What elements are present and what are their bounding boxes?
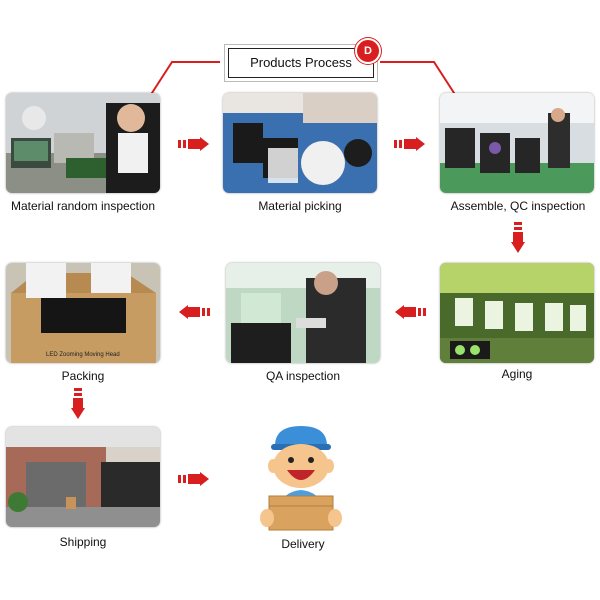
step-photo-material-random-inspection bbox=[6, 93, 160, 193]
step-photo-material-picking bbox=[223, 93, 377, 193]
step-label-material-random-inspection: Material random inspection bbox=[10, 199, 156, 213]
arrow-right-icon bbox=[178, 137, 209, 151]
delivery-man-icon bbox=[260, 426, 342, 531]
step-label-shipping: Shipping bbox=[59, 535, 107, 549]
title-box: Products Process bbox=[224, 44, 378, 82]
packing-box-text: LED Zooming Moving Head bbox=[46, 352, 120, 358]
step-label-assemble-qc: Assemble, QC inspection bbox=[450, 199, 586, 213]
arrow-left-icon bbox=[179, 305, 210, 319]
step-label-delivery: Delivery bbox=[281, 537, 325, 551]
step-label-aging: Aging bbox=[501, 367, 533, 381]
arrow-left-icon bbox=[395, 305, 426, 319]
step-label-packing: Packing bbox=[61, 369, 105, 383]
step-label-material-picking: Material picking bbox=[258, 199, 342, 213]
step-photo-packing: LED Zooming Moving Head bbox=[6, 263, 160, 363]
step-photo-qa-inspection bbox=[226, 263, 380, 363]
title-badge: D bbox=[355, 38, 381, 64]
step-photo-aging bbox=[440, 263, 594, 363]
page-title: Products Process bbox=[250, 55, 352, 70]
step-photo-shipping bbox=[6, 427, 160, 527]
arrow-right-icon bbox=[394, 137, 425, 151]
step-label-qa-inspection: QA inspection bbox=[265, 369, 341, 383]
arrow-right-icon bbox=[178, 472, 209, 486]
arrow-down-icon bbox=[511, 222, 525, 253]
arrow-down-icon bbox=[71, 388, 85, 419]
step-photo-assemble-qc bbox=[440, 93, 594, 193]
